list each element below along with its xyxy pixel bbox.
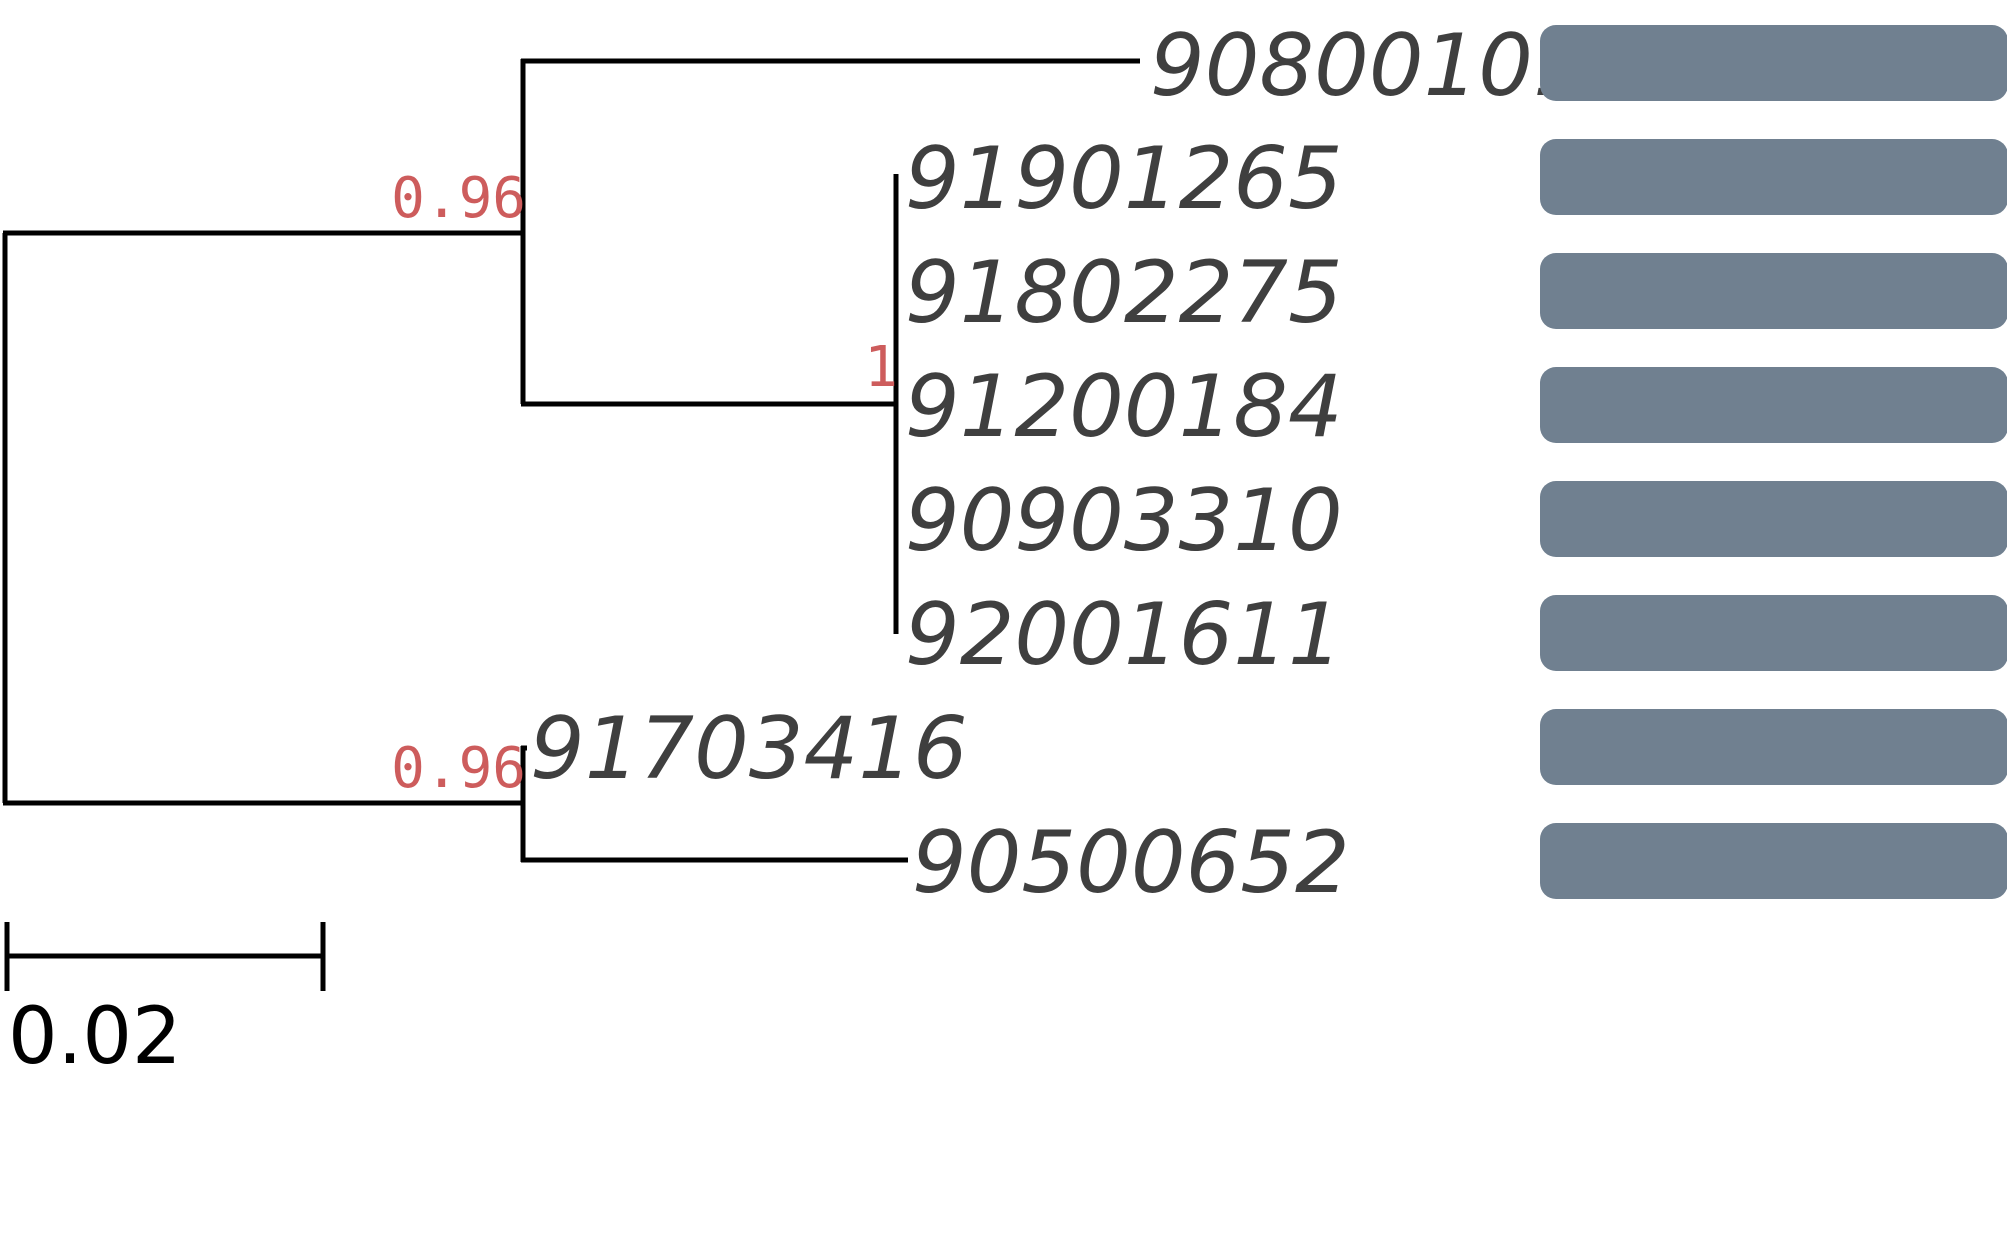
leaf-labels: 90800101 91901265 91802275 91200184 9090… (530, 16, 1588, 913)
annotation-bars (1540, 25, 2007, 899)
annotation-bar (1540, 139, 2007, 215)
annotation-bar (1540, 595, 2007, 671)
scale-bar-label: 0.02 (8, 992, 182, 1082)
leaf-label: 92001611 (905, 585, 1343, 685)
annotation-bar (1540, 367, 2007, 443)
leaf-label: 90800101 (1150, 16, 1588, 116)
tree-branches (2, 58, 1140, 863)
annotation-bar (1540, 823, 2007, 899)
annotation-bar (1540, 709, 2007, 785)
support-value-polytomy-clade: 1 (864, 335, 898, 400)
leaf-label: 90903310 (905, 471, 1343, 571)
support-value-lower-clade: 0.96 (391, 736, 526, 801)
annotation-bar (1540, 253, 2007, 329)
support-values: 0.96 1 0.96 (391, 166, 898, 801)
leaf-label: 91802275 (905, 243, 1343, 343)
leaf-label: 90500652 (912, 813, 1350, 913)
annotation-bar (1540, 481, 2007, 557)
leaf-label: 91901265 (905, 129, 1343, 229)
annotation-bar (1540, 25, 2007, 101)
support-value-upper-clade: 0.96 (391, 166, 526, 231)
scale-bar: 0.02 (4, 922, 326, 1082)
leaf-label: 91200184 (905, 357, 1343, 457)
leaf-label: 91703416 (530, 699, 968, 799)
